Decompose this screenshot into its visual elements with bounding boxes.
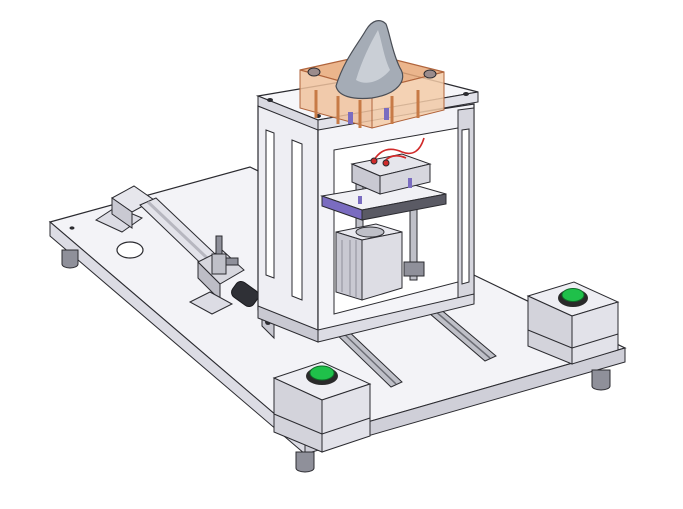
button-box-right-seam-2 xyxy=(571,333,619,349)
button-box-left-side xyxy=(321,383,371,453)
press-clamp-side xyxy=(379,163,431,195)
lift-cylinder xyxy=(335,223,403,301)
frame-top-bolt-1 xyxy=(267,98,273,102)
horn-highlight xyxy=(356,30,390,83)
press-plate-edge-right xyxy=(361,193,447,221)
air-fitting-stem xyxy=(215,235,223,255)
sensor-connector-1 xyxy=(370,157,378,165)
acrylic-screw-3 xyxy=(423,69,437,79)
rail-right-groove xyxy=(427,304,491,359)
frame-bottom-plate-left xyxy=(257,305,319,343)
start-button-left[interactable] xyxy=(272,361,372,453)
frame-right-slot xyxy=(461,128,470,285)
lift-cylinder-side xyxy=(361,231,403,301)
acrylic-bolt-2 xyxy=(384,108,389,120)
frame-left-slot-2 xyxy=(291,139,303,301)
acrylic-screw-1 xyxy=(307,67,321,77)
foot-left xyxy=(61,249,79,269)
leveling-feet xyxy=(61,249,611,473)
rail-left-groove xyxy=(337,327,397,385)
button-right-cap[interactable] xyxy=(561,288,585,302)
air-fitting xyxy=(211,235,239,275)
air-fitting-elbow xyxy=(225,257,239,266)
foot-right xyxy=(591,369,611,391)
button-box-right-seam xyxy=(527,329,573,349)
sensor-connector-2 xyxy=(382,159,390,167)
sensor-wire-1 xyxy=(373,137,425,161)
press-indicator-2 xyxy=(408,178,412,188)
horn-workpiece xyxy=(335,20,404,100)
frame-top-bolt-3 xyxy=(463,92,469,96)
button-box-left-seam-2 xyxy=(321,417,371,435)
acrylic-bolt-1 xyxy=(348,112,353,124)
base-plate-hole xyxy=(116,241,144,259)
push-cylinder-foot xyxy=(188,291,234,315)
foot-front xyxy=(295,451,315,473)
button-box-left-seam xyxy=(273,413,323,435)
guide-shaft-right-base xyxy=(403,261,425,277)
press-indicator-1 xyxy=(358,196,362,204)
lift-cylinder-front xyxy=(335,231,363,301)
air-fitting-body xyxy=(211,253,227,275)
base-plate-right-edge xyxy=(304,347,626,455)
press-plate xyxy=(320,137,447,221)
push-cylinder-cap-face xyxy=(111,197,133,229)
push-cylinder-rod-boot xyxy=(231,280,259,308)
frame-left-slot-1 xyxy=(265,129,275,279)
base-plate-screw xyxy=(69,226,75,230)
lift-cylinder-rod xyxy=(355,226,385,238)
button-left-cap[interactable] xyxy=(309,365,335,381)
start-button-right[interactable] xyxy=(526,281,620,365)
